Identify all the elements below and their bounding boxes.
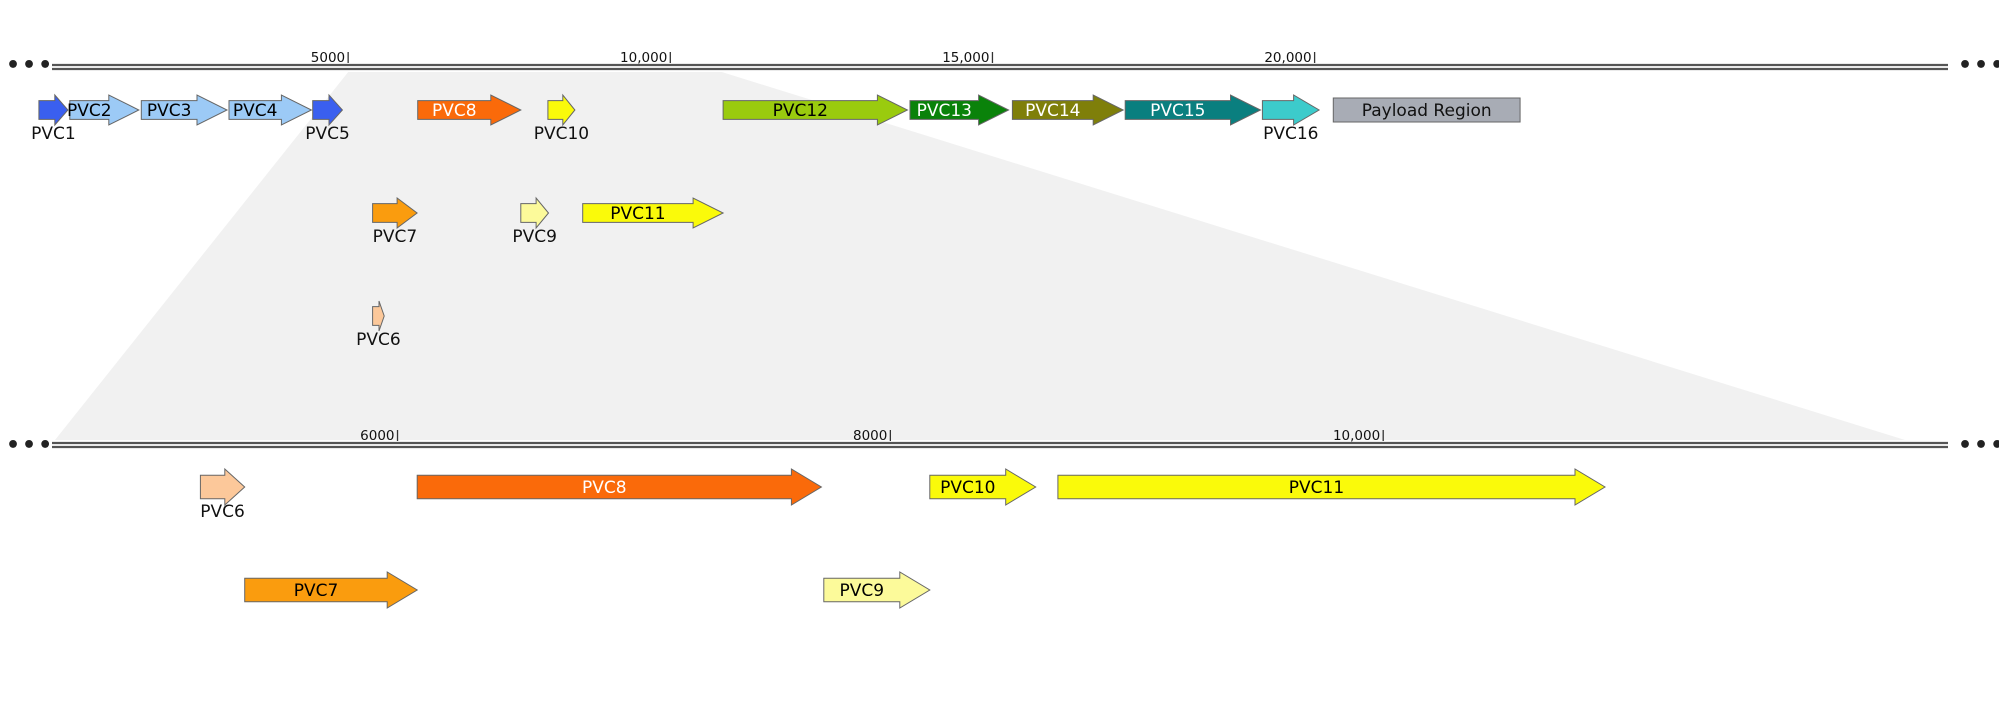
gene-pvc14: PVC14 xyxy=(1011,94,1125,126)
zoom-right-ellipsis: ••• xyxy=(1958,433,1999,458)
gene-pvc5: PVC5 xyxy=(305,93,350,144)
gene-arrow xyxy=(547,93,576,127)
gene-arrow xyxy=(823,571,931,609)
gene-label: PVC10 xyxy=(940,478,995,498)
gene-pvc8: PVC8 xyxy=(416,468,823,506)
gene-arrow xyxy=(1011,94,1125,126)
gene-pvc8: PVC8 xyxy=(417,94,522,126)
gene-label: PVC4 xyxy=(233,101,278,121)
gene-pvc11: PVC11 xyxy=(1057,468,1606,506)
gene-label: PVC16 xyxy=(1263,124,1318,144)
tick-label: 8000 xyxy=(853,428,887,444)
gene-label: PVC5 xyxy=(305,124,350,144)
gene-pvc12: PVC12 xyxy=(722,94,909,126)
payload-label: Payload Region xyxy=(1362,101,1492,121)
tick-label: 15,000 xyxy=(942,50,989,66)
gene-arrow xyxy=(929,468,1037,506)
gene-pvc16: PVC16 xyxy=(1261,94,1321,144)
gene-pvc9: PVC9 xyxy=(823,571,931,609)
gene-label: PVC11 xyxy=(1289,478,1344,498)
gene-arrow xyxy=(416,468,823,506)
tick-label: 20,000 xyxy=(1264,50,1311,66)
gene-arrow xyxy=(312,93,344,127)
gene-label: PVC6 xyxy=(200,502,245,522)
payload-region: Payload Region xyxy=(1332,97,1521,123)
gene-pvc7: PVC7 xyxy=(244,571,419,609)
tick-label: 6000 xyxy=(360,428,394,444)
gene-label: PVC6 xyxy=(356,330,401,350)
gene-arrow xyxy=(417,94,522,126)
gene-arrow xyxy=(244,571,419,609)
gene-arrow xyxy=(38,93,69,127)
gene-pvc11: PVC11 xyxy=(582,197,725,229)
gene-arrow xyxy=(1124,94,1262,126)
tick-label: 10,000 xyxy=(1333,428,1380,444)
gene-pvc10: PVC10 xyxy=(929,468,1037,506)
tick-label: 5000 xyxy=(311,50,345,66)
gene-arrow xyxy=(228,94,313,126)
gene-pvc6: PVC6 xyxy=(356,300,401,350)
gene-label: PVC8 xyxy=(582,478,627,498)
overview-ticks: 5000 10,000 15,000 20,000 xyxy=(311,50,1316,66)
gene-label: PVC14 xyxy=(1025,101,1080,121)
gene-arrow xyxy=(1261,94,1321,126)
overview-right-ellipsis: ••• xyxy=(1958,53,1999,78)
overview-left-ellipsis: ••• xyxy=(6,53,54,78)
gene-label: PVC7 xyxy=(373,227,418,247)
gene-pvc7: PVC7 xyxy=(372,197,418,247)
zoom-wedge xyxy=(55,72,1905,440)
gene-arrow xyxy=(199,467,246,507)
gene-label: PVC9 xyxy=(512,227,557,247)
gene-label: PVC12 xyxy=(773,101,828,121)
gene-arrow xyxy=(909,94,1010,126)
gene-pvc1: PVC1 xyxy=(31,93,76,144)
gene-label: PVC15 xyxy=(1150,101,1205,121)
gene-pvc6: PVC6 xyxy=(199,467,246,522)
gene-pvc13: PVC13 xyxy=(909,94,1010,126)
gene-arrow xyxy=(1057,468,1606,506)
gene-label: PVC2 xyxy=(67,101,112,121)
gene-label: PVC8 xyxy=(432,101,477,121)
gene-label: PVC10 xyxy=(534,124,589,144)
gene-label: PVC11 xyxy=(610,204,665,224)
gene-pvc15: PVC15 xyxy=(1124,94,1262,126)
gene-pvc4: PVC4 xyxy=(228,94,313,126)
gene-pvc10: PVC10 xyxy=(534,93,589,144)
zoom-left-ellipsis: ••• xyxy=(6,433,54,458)
tick-label: 10,000 xyxy=(620,50,667,66)
gene-label: PVC7 xyxy=(294,581,339,601)
gene-arrow xyxy=(520,196,550,230)
gene-label: PVC13 xyxy=(917,101,972,121)
gene-pvc3: PVC3 xyxy=(140,94,229,126)
gene-label: PVC1 xyxy=(31,124,76,144)
gene-label: PVC9 xyxy=(840,581,885,601)
gene-arrow xyxy=(372,300,385,332)
gene-arrow xyxy=(582,197,725,229)
zoom-ticks: 6000 8000 10,000 xyxy=(360,428,1384,444)
gene-arrow xyxy=(372,197,418,229)
gene-pvc2: PVC2 xyxy=(67,94,140,126)
payload-box xyxy=(1332,97,1521,123)
gene-pvc9: PVC9 xyxy=(512,196,557,247)
gene-arrow xyxy=(69,94,140,126)
gene-arrow xyxy=(722,94,909,126)
gene-arrow xyxy=(140,94,229,126)
gene-label: PVC3 xyxy=(147,101,192,121)
